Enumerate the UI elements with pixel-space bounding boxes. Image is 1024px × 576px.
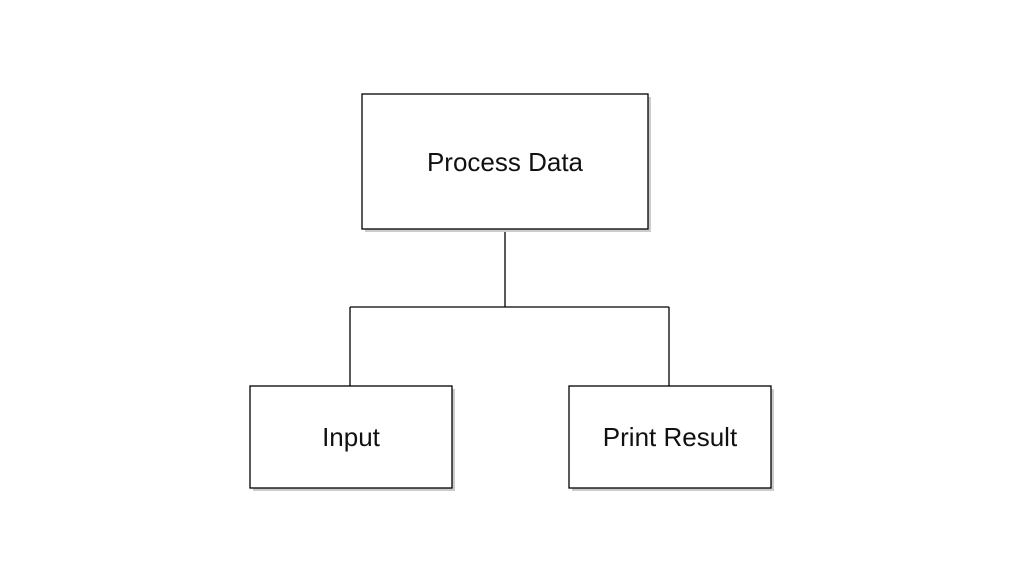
node-process-data: Process Data [361,93,651,232]
node-print-result-box [568,385,772,489]
node-process-data-box [361,93,649,230]
node-process-data-label: Process Data [427,147,584,177]
node-print-result-label: Print Result [603,422,738,452]
node-print-result: Print Result [568,385,774,491]
node-input-label: Input [322,422,381,452]
node-input: Input [249,385,455,491]
connectors [349,229,670,386]
node-input-box [249,385,453,489]
